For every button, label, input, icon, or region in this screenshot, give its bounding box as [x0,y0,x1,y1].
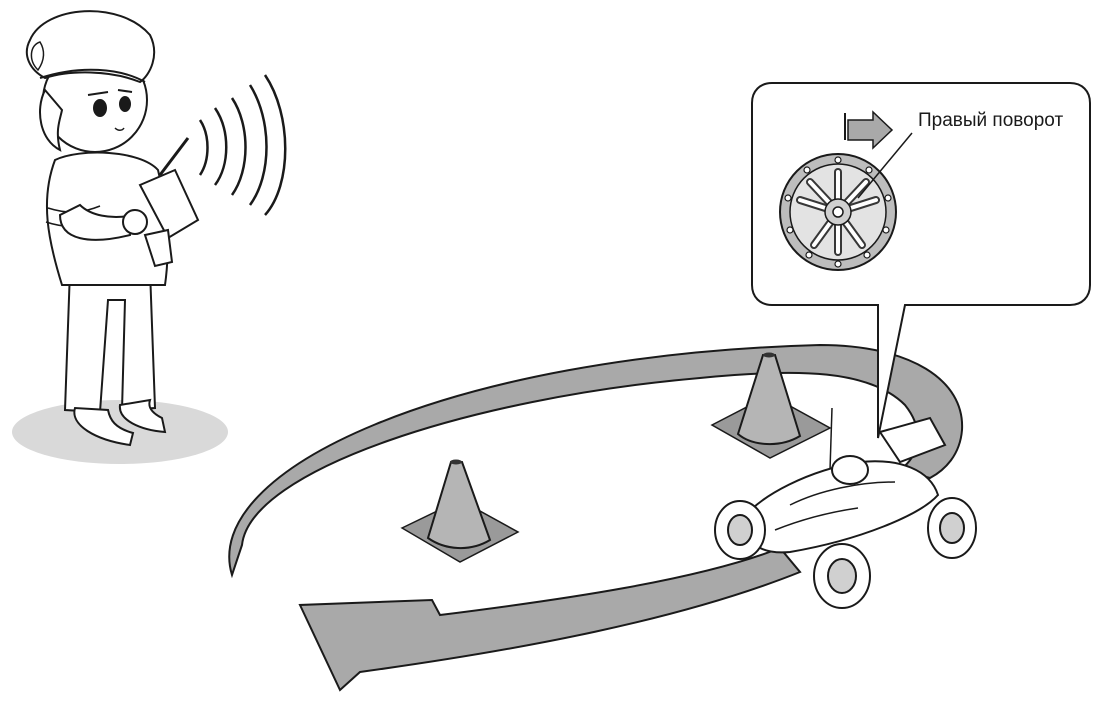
cone-front-body [428,462,490,548]
cone-front [402,460,518,563]
boy-figure [12,11,285,464]
track-arrow-head [300,548,800,690]
right-turn-label: Правый поворот [918,110,1063,132]
wheel-icon [780,154,896,270]
radio-waves [200,75,285,215]
cap [27,11,154,82]
